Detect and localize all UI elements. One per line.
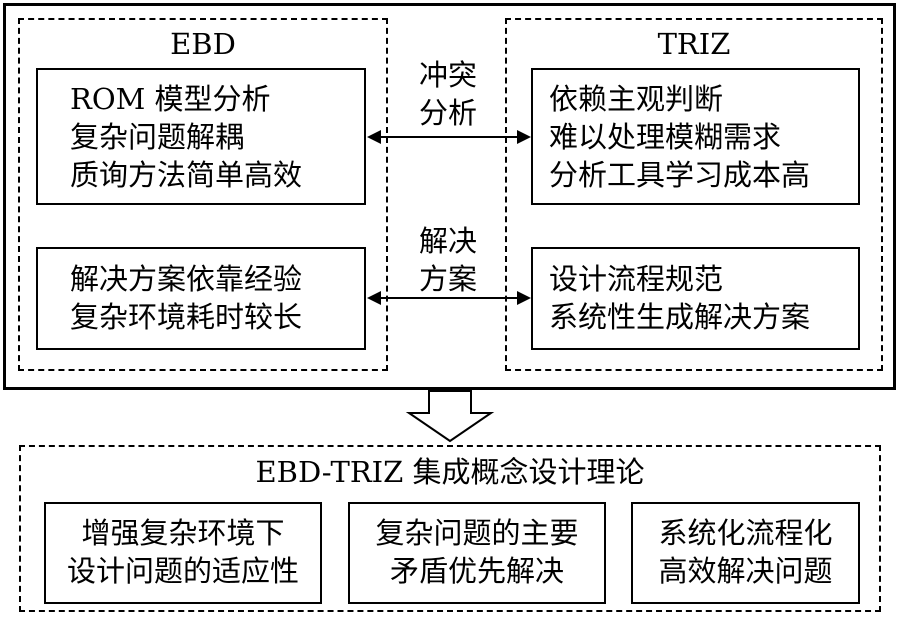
triz-panel bbox=[505, 18, 883, 371]
comparison-frame bbox=[3, 3, 896, 390]
triz-limitation-line: 依赖主观判断 bbox=[549, 82, 724, 116]
result-title: EBD-TRIZ 集成概念设计理论 bbox=[255, 455, 645, 489]
result-item-box: 系统化流程化 高效解决问题 bbox=[631, 502, 860, 604]
integration-down-arrow bbox=[405, 390, 495, 443]
ebd-limitation-line: 复杂环境耗时较长 bbox=[70, 300, 303, 334]
ebd-limitation-line: 解决方案依靠经验 bbox=[70, 262, 303, 296]
ebd-feature-line: 复杂问题解耦 bbox=[70, 120, 245, 154]
triz-features-box: 设计流程规范 系统性生成解决方案 bbox=[531, 247, 860, 350]
result-panel bbox=[19, 445, 881, 612]
conflict-analysis-label: 冲突 分析 bbox=[418, 58, 477, 130]
triz-limitation-line: 分析工具学习成本高 bbox=[549, 158, 811, 192]
ebd-limitations-box: 解决方案依靠经验 复杂环境耗时较长 bbox=[36, 247, 366, 350]
ebd-feature-line: ROM 模型分析 bbox=[70, 82, 271, 116]
solution-label: 解决 方案 bbox=[418, 224, 477, 296]
result-item-line: 设计问题的适应性 bbox=[66, 554, 299, 588]
solution-arrow bbox=[367, 291, 531, 305]
ebd-title: EBD bbox=[170, 27, 236, 61]
triz-title: TRIZ bbox=[657, 27, 731, 61]
result-item-box: 增强复杂环境下 设计问题的适应性 bbox=[44, 502, 322, 604]
result-item-line: 增强复杂环境下 bbox=[81, 516, 285, 550]
ebd-panel bbox=[18, 18, 388, 371]
triz-feature-line: 系统性生成解决方案 bbox=[549, 300, 811, 334]
result-item-line: 系统化流程化 bbox=[658, 516, 833, 550]
ebd-features-box: ROM 模型分析 复杂问题解耦 质询方法简单高效 bbox=[36, 68, 366, 205]
result-item-line: 矛盾优先解决 bbox=[389, 554, 564, 588]
triz-limitation-line: 难以处理模糊需求 bbox=[549, 120, 782, 154]
ebd-feature-line: 质询方法简单高效 bbox=[70, 158, 303, 192]
conflict-analysis-arrow bbox=[367, 130, 531, 144]
result-item-box: 复杂问题的主要 矛盾优先解决 bbox=[348, 502, 606, 604]
triz-feature-line: 设计流程规范 bbox=[549, 262, 724, 296]
result-item-line: 高效解决问题 bbox=[658, 554, 833, 588]
result-item-line: 复杂问题的主要 bbox=[375, 516, 579, 550]
triz-limitations-box: 依赖主观判断 难以处理模糊需求 分析工具学习成本高 bbox=[531, 68, 860, 205]
